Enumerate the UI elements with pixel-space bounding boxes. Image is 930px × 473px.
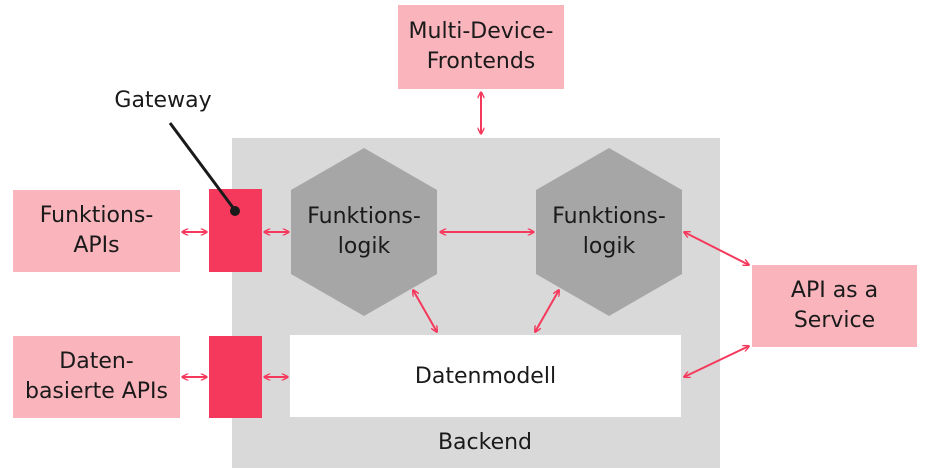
hexagon-logic-right — [536, 148, 682, 316]
gateway-pointer-line — [168, 122, 236, 210]
arrow-logic-api-service — [684, 232, 749, 265]
multi-device-line1: Multi-Device- — [408, 19, 554, 44]
daten-apis-line1: Daten- — [59, 349, 134, 374]
logic-left-label: Funktions- logik — [291, 202, 437, 262]
arrow-logic-right-datenmodell — [535, 290, 559, 332]
logic-right-line2: logik — [582, 234, 636, 259]
datenmodell-label: Datenmodell — [414, 363, 557, 389]
logic-right-line1: Funktions- — [552, 204, 666, 229]
daten-apis-box: Daten- basierte APIs — [13, 336, 180, 418]
datenmodell-box: Datenmodell — [290, 335, 681, 417]
arrow-logic-left-datenmodell — [413, 290, 437, 332]
gateway-label: Gateway — [114, 88, 212, 113]
funktions-apis-line2: APIs — [73, 233, 120, 258]
logic-left-line2: logik — [337, 234, 391, 259]
daten-apis-line2: basierte APIs — [24, 379, 169, 404]
backend-label: Backend — [437, 430, 533, 455]
arrow-datenmodell-api-service — [684, 346, 749, 377]
multi-device-line2: Frontends — [426, 49, 536, 74]
multi-device-frontends-box: Multi-Device- Frontends — [398, 5, 564, 89]
api-service-line2: Service — [793, 308, 876, 333]
api-service-line1: API as a — [790, 278, 879, 303]
logic-left-line1: Funktions- — [307, 204, 421, 229]
logic-right-label: Funktions- logik — [536, 202, 682, 262]
hexagon-logic-left — [291, 148, 437, 316]
gateway-block-bottom — [209, 336, 262, 418]
funktions-apis-line1: Funktions- — [39, 203, 154, 228]
gateway-pointer-dot — [230, 206, 240, 216]
funktions-apis-box: Funktions- APIs — [13, 190, 180, 272]
api-as-a-service-box: API as a Service — [752, 265, 917, 347]
gateway-block-top — [209, 189, 262, 272]
